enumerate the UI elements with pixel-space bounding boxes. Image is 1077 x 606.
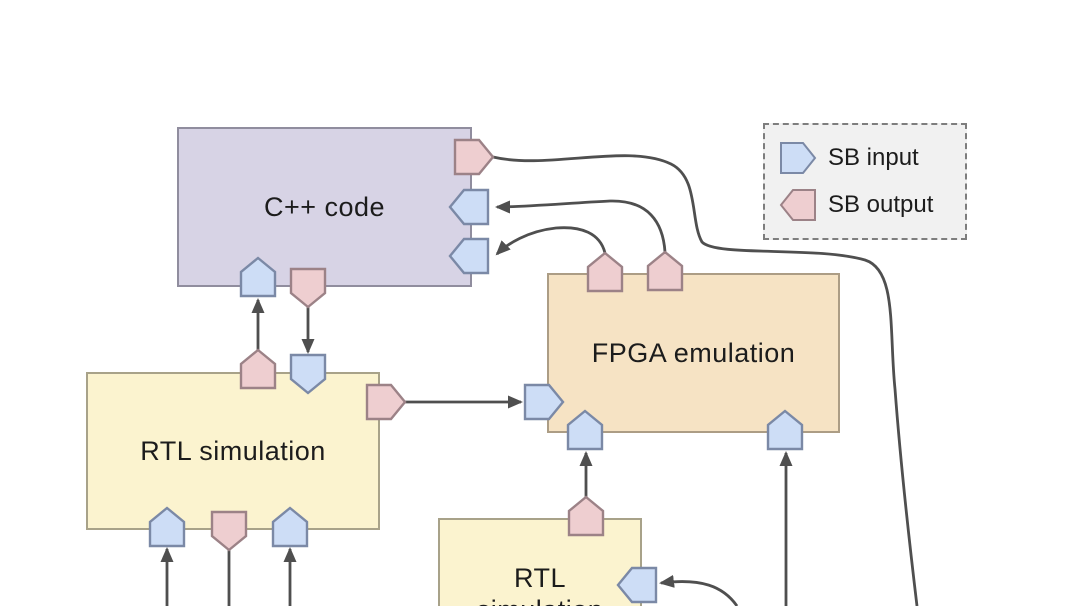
sb-output-port: [453, 138, 495, 176]
sb-input-port: [448, 237, 490, 275]
legend: SB input SB output: [763, 123, 967, 240]
sb-input-port: [239, 256, 277, 298]
sb-output-port: [289, 267, 327, 309]
sb-output-port: [646, 250, 684, 292]
edge-upstream-to-rtlsim2-in: [659, 574, 739, 606]
legend-label-sb-output: SB output: [828, 191, 934, 218]
sb-output-port: [586, 251, 624, 293]
sb-input-swatch-icon: [780, 142, 817, 174]
legend-item-sb-output: SB output: [778, 187, 965, 223]
sb-output-swatch-icon: [779, 189, 816, 221]
sb-input-port: [271, 506, 309, 548]
edge-fpga-out2-to-cpp-in1: [495, 199, 667, 253]
sb-output-port: [567, 495, 605, 537]
sb-input-port: [566, 409, 604, 451]
sb-input-port: [523, 383, 565, 421]
sb-input-port: [148, 506, 186, 548]
sb-output-port: [210, 510, 248, 552]
node-rtl-simulation-2-label: RTL simulation: [477, 520, 604, 606]
node-rtl-simulation-2-label-line1: RTL: [513, 563, 567, 593]
sb-input-port: [289, 353, 327, 395]
sb-input-port: [448, 188, 490, 226]
sb-output-port: [239, 348, 277, 390]
edge-cpp-output-downstream: [492, 154, 919, 606]
legend-item-sb-input: SB input: [778, 140, 965, 176]
sb-output-port: [365, 383, 407, 421]
node-rtl-simulation-2: RTL simulation: [438, 518, 642, 606]
node-rtl-simulation-label: RTL simulation: [140, 435, 326, 466]
sb-input-port: [616, 566, 658, 604]
node-fpga-emulation-label: FPGA emulation: [591, 337, 796, 368]
node-cpp-code: C++ code: [177, 127, 472, 287]
sb-input-port: [766, 409, 804, 451]
edge-fpga-out1-to-cpp-in2: [495, 226, 607, 256]
node-rtl-simulation-2-label-line2: simulation: [477, 594, 604, 606]
node-cpp-code-label: C++ code: [263, 191, 386, 222]
node-fpga-emulation: FPGA emulation: [547, 273, 840, 433]
legend-label-sb-input: SB input: [828, 144, 919, 171]
